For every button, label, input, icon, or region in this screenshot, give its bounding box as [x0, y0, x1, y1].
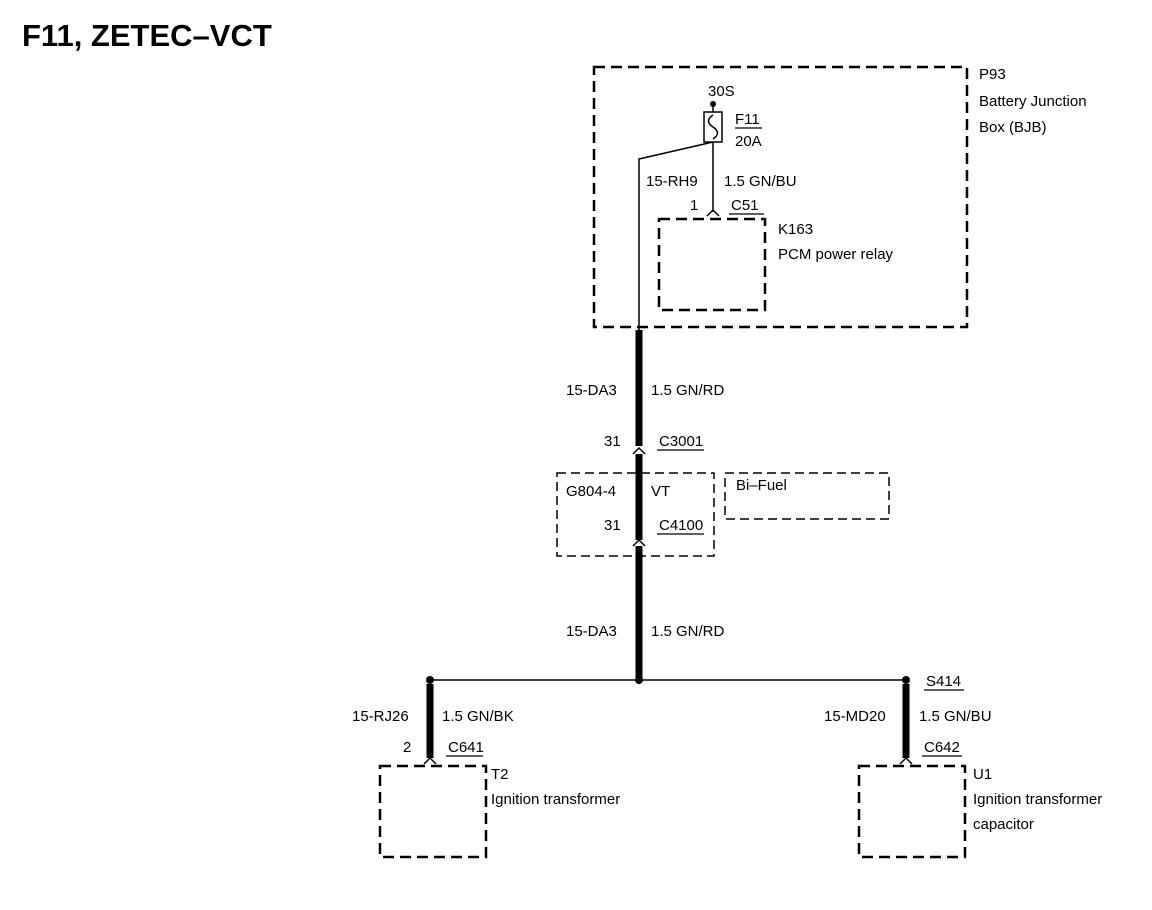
- fuse-id-label: F11: [735, 111, 760, 128]
- supply-label: 30S: [708, 83, 735, 100]
- branch-right-spec: 1.5 GN/BU: [919, 708, 992, 725]
- inline-code-label: VT: [651, 483, 670, 500]
- branch-left-spec: 1.5 GN/BK: [442, 708, 514, 725]
- c3001-connector-label: C3001: [659, 433, 703, 450]
- wire-15-rh9: [638, 141, 714, 330]
- c3001-pin-label: 31: [604, 433, 621, 450]
- relay-pin-arrow-icon: [706, 208, 720, 217]
- branch-right-circuit: 15-MD20: [824, 708, 886, 725]
- wire-da3-lower-circuit: 15-DA3: [566, 623, 617, 640]
- c642-arrow-icon: [899, 756, 913, 765]
- branch-left-pin: 2: [403, 739, 411, 756]
- wire-da3-lower-spec: 1.5 GN/RD: [651, 623, 725, 640]
- c4100-arrow-icon: [632, 538, 646, 547]
- branch-left-connector: C641: [448, 739, 484, 756]
- bi-fuel-label: Bi–Fuel: [736, 477, 787, 494]
- bjb-name-line1: Battery Junction: [979, 93, 1087, 110]
- wire-da3-upper-spec: 1.5 GN/RD: [651, 382, 725, 399]
- branch-right-component-line2: capacitor: [973, 816, 1034, 833]
- c641-arrow-icon: [423, 756, 437, 765]
- bjb-id-label: P93: [979, 66, 1006, 83]
- inline-ground-label: G804-4: [566, 483, 616, 500]
- splice-node-center: [635, 676, 643, 684]
- splice-id-label: S414: [926, 673, 961, 690]
- relay-pin-label: 1: [690, 197, 698, 214]
- fuse-element-icon: [707, 114, 719, 140]
- branch-left-component-name: Ignition transformer: [491, 791, 620, 808]
- ignition-transformer-box: [378, 764, 488, 859]
- branch-left-circuit: 15-RJ26: [352, 708, 409, 725]
- bjb-name-line2: Box (BJB): [979, 119, 1047, 136]
- splice-node-left: [426, 676, 434, 684]
- relay-connector-label: C51: [731, 197, 759, 214]
- branch-right-connector: C642: [924, 739, 960, 756]
- battery-junction-box: [592, 65, 969, 329]
- branch-right-component-line1: Ignition transformer: [973, 791, 1102, 808]
- c4100-pin-label: 31: [604, 517, 621, 534]
- inline-connector-box: [556, 472, 715, 557]
- splice-node-right: [902, 676, 910, 684]
- wire-rh9-circuit: 15-RH9: [646, 173, 698, 190]
- wire-da3-upper-circuit: 15-DA3: [566, 382, 617, 399]
- relay-name-label: PCM power relay: [778, 246, 894, 263]
- branch-right-component-id: U1: [973, 766, 992, 783]
- wire-rh9-spec: 1.5 GN/BU: [724, 173, 797, 190]
- bi-fuel-option-box: [724, 472, 890, 520]
- diagram-title: F11, ZETEC–VCT: [22, 18, 272, 53]
- pcm-power-relay-box: [657, 217, 767, 312]
- ignition-transformer-capacitor-box: [857, 764, 967, 859]
- relay-id-label: K163: [778, 221, 813, 238]
- branch-left-component-id: T2: [491, 766, 509, 783]
- c3001-arrow-icon: [632, 446, 646, 455]
- fuse-rating-label: 20A: [735, 133, 762, 150]
- c4100-connector-label: C4100: [659, 517, 703, 534]
